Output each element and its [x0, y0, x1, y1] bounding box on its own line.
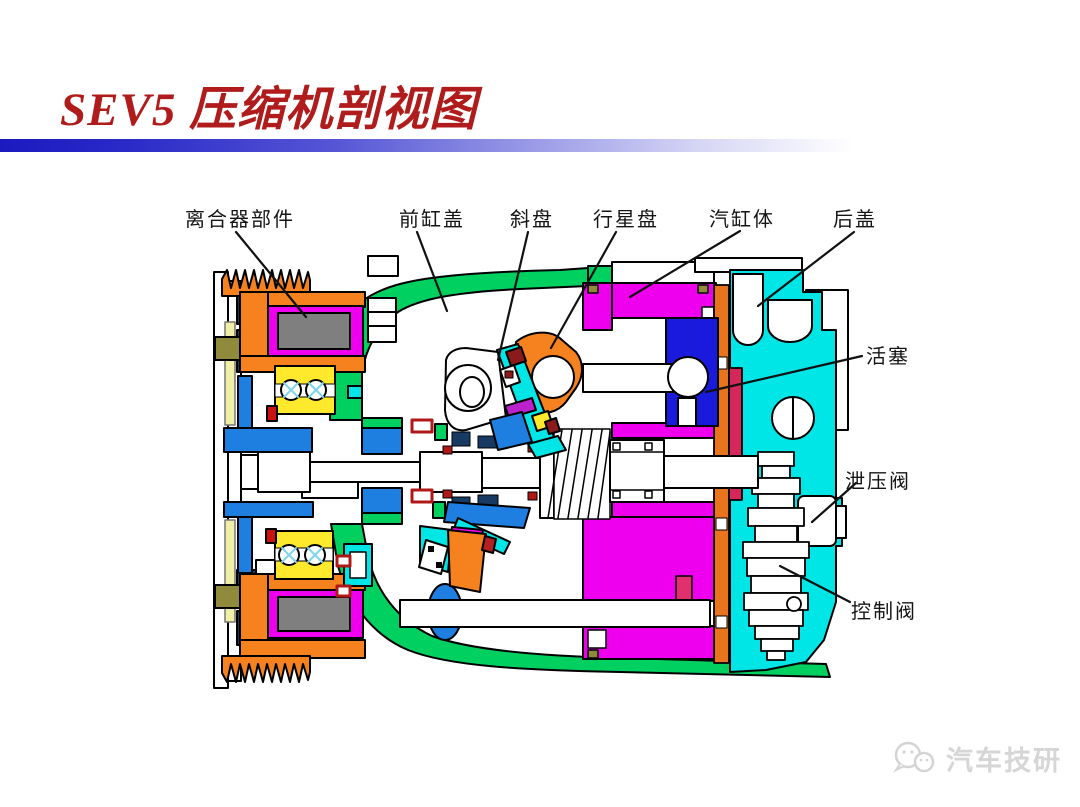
- label-piston: 活塞: [866, 346, 910, 368]
- watermark-text: 汽车技研: [946, 745, 1062, 776]
- accent-bar: [0, 139, 1040, 152]
- label-front-head: 前缸盖: [399, 209, 465, 231]
- control-valve-stack: [742, 451, 810, 661]
- label-swash-plate: 斜盘: [510, 209, 554, 231]
- label-relief-valve: 泄压阀: [845, 471, 911, 493]
- bearing-shape: [609, 439, 665, 503]
- leader-lines: [234, 229, 864, 604]
- watermark: 汽车技研: [888, 738, 1062, 778]
- slide-title: SEV5 压缩机剖视图: [60, 84, 478, 136]
- wechat-logo-icon: [893, 741, 935, 773]
- swash-plate-group: [444, 331, 583, 459]
- drive-shaft-group: [217, 447, 759, 495]
- pulley-clutch-group: [213, 269, 403, 689]
- swash-plate-lower-group: [418, 501, 531, 593]
- label-rear-cover: 后盖: [833, 209, 877, 231]
- piston-bottom-shape: [399, 583, 711, 659]
- label-clutch: 离合器部件: [185, 209, 295, 231]
- label-planet-plate: 行星盘: [593, 209, 659, 231]
- label-control-valve: 控制阀: [851, 601, 917, 623]
- piston-top-shape: [582, 317, 719, 427]
- label-cylinder-block: 汽缸体: [709, 209, 775, 231]
